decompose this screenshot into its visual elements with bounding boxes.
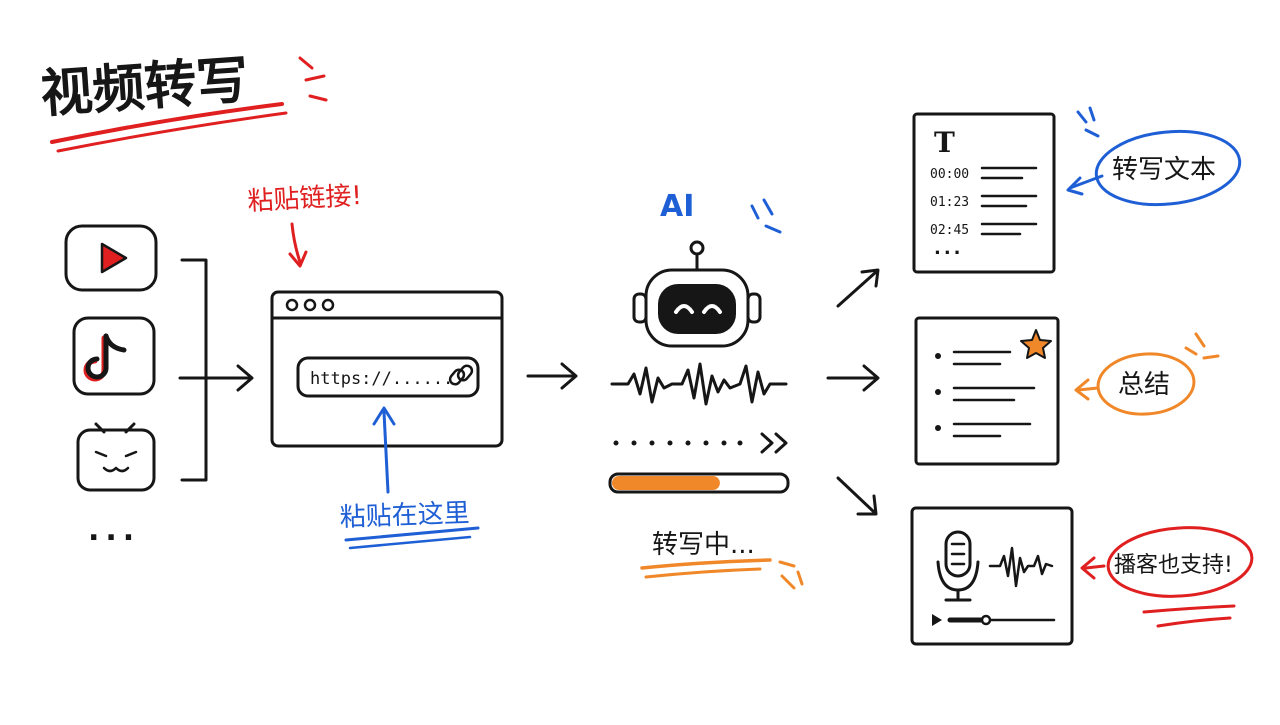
paste-link-label: 粘贴链接! [247,181,363,217]
progress-fill [612,476,720,490]
transcribing-sparkle-lines [778,560,804,590]
transcript-more: ... [934,238,964,259]
podcast-callout: 播客也支持! [1080,526,1254,628]
timestamp-1: 00:00 [930,167,969,182]
transcript-document: T 00:00 01:23 02:45 ... [912,112,1056,274]
paste-link-arrow [288,222,308,268]
summary-sparkle-lines [1184,332,1220,360]
summary-callout: 总结 [1074,352,1196,416]
processing-dots [613,440,743,446]
more-sources-ellipsis: ... [88,513,140,548]
transcribing-underline [640,558,772,579]
transcript-heading: T [934,126,955,159]
timestamp-3: 02:45 [930,223,969,238]
playback-knob[interactable] [980,614,992,626]
bilibili-icon [76,422,156,492]
paste-here-underline [344,526,480,550]
timestamp-2: 01:23 [930,195,969,210]
youtube-icon [64,224,158,292]
podcast-player-panel [910,506,1074,646]
url-text: https://...... [310,369,453,389]
url-field[interactable]: https://...... [296,356,480,398]
microphone-icon [936,530,980,602]
star-icon [1020,329,1052,359]
waveform-icon [610,362,788,406]
transcript-sparkle-lines [1076,106,1100,138]
transcript-callout: 转写文本 [1066,129,1242,207]
play-icon[interactable] [932,614,942,626]
arrow-to-browser [178,364,254,392]
title-sparkle-lines [298,56,328,102]
paste-here-label: 粘贴在这里 [339,498,470,533]
ai-label: AI [660,189,694,224]
sources-bracket [180,258,208,482]
arrow-to-summary [826,364,880,392]
podcast-label: 播客也支持! [1114,553,1233,578]
tiktok-icon [72,316,156,396]
link-icon [448,364,474,386]
transcribing-label: 转写中... [652,530,755,560]
arrow-to-podcast [836,476,878,516]
audio-waveform-icon [988,546,1054,588]
robot-icon [632,240,762,348]
arrow-to-ai [526,362,578,390]
browser-window [270,290,504,448]
title-underline [50,102,288,153]
paste-here-arrow [372,406,396,494]
summary-document [914,316,1060,466]
transcript-label: 转写文本 [1112,155,1216,185]
arrow-to-transcript [836,268,880,308]
forward-chevrons-icon [760,432,788,454]
ai-sparkle-lines [750,198,782,234]
progress-bar [608,472,790,494]
summary-label: 总结 [1118,370,1170,400]
